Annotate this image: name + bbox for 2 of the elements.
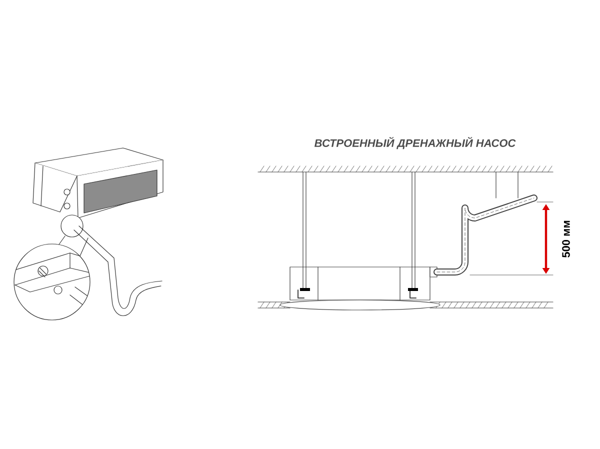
heading: ВСТРОЕННЫЙ ДРЕНАЖНЫЙ НАСОС	[314, 136, 516, 150]
dimension-label: 500 мм	[562, 220, 570, 258]
